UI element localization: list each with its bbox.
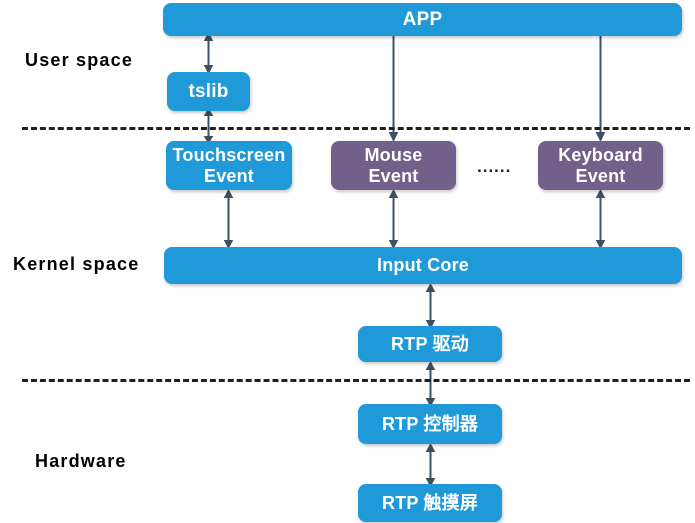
node-app[interactable]: APP bbox=[163, 3, 682, 36]
zone-label-hardware: Hardware bbox=[35, 451, 127, 471]
node-keyboard-event[interactable]: Keyboard Event bbox=[538, 141, 663, 190]
node-rtp-touchpanel[interactable]: RTP 触摸屏 bbox=[358, 484, 502, 522]
connector-mouse-event-input-core bbox=[385, 188, 402, 250]
connector-app-mouse-event bbox=[385, 33, 402, 143]
connector-tslib-touchscreen-event bbox=[200, 107, 217, 145]
connector-app-keyboard-event bbox=[592, 33, 609, 143]
zone-label-user-space: User space bbox=[25, 50, 134, 70]
connector-touchscreen-event-input-core bbox=[220, 188, 237, 250]
ellipsis-more-events: ...... bbox=[477, 157, 512, 176]
node-mouse-event[interactable]: Mouse Event bbox=[331, 141, 456, 190]
user-kernel-divider bbox=[22, 127, 690, 130]
connector-rtp-driver-rtp-controller bbox=[422, 360, 439, 408]
connector-rtp-controller-rtp-touchpanel bbox=[422, 442, 439, 488]
zone-label-kernel-space: Kernel space bbox=[13, 254, 140, 274]
connector-keyboard-event-input-core bbox=[592, 188, 609, 250]
connector-app-tslib bbox=[200, 31, 217, 75]
node-tslib[interactable]: tslib bbox=[167, 72, 250, 111]
kernel-hardware-divider bbox=[22, 379, 690, 382]
connector-input-core-rtp-driver bbox=[422, 282, 439, 330]
node-input-core[interactable]: Input Core bbox=[164, 247, 682, 284]
node-rtp-driver[interactable]: RTP 驱动 bbox=[358, 326, 502, 362]
node-touchscreen-event[interactable]: Touchscreen Event bbox=[166, 141, 292, 190]
node-rtp-controller[interactable]: RTP 控制器 bbox=[358, 404, 502, 444]
